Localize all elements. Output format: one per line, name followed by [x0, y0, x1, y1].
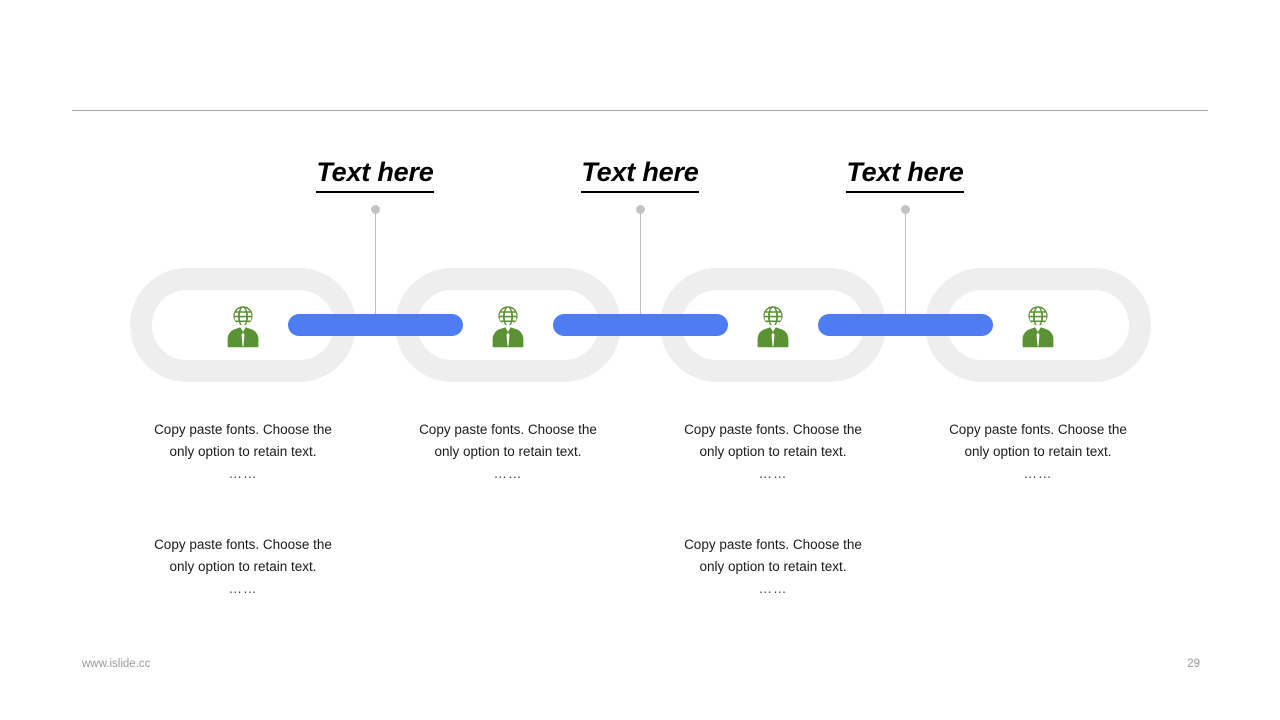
body-text-ellipsis: …… — [228, 466, 258, 481]
heading-1[interactable]: Text here — [265, 157, 485, 193]
body-text-block[interactable]: Copy paste fonts. Choose the only option… — [658, 534, 888, 600]
body-text-ellipsis: …… — [1023, 466, 1053, 481]
connector-dot-icon — [901, 205, 910, 214]
connector-dot-icon — [371, 205, 380, 214]
body-text-line-1: Copy paste fonts. Choose the — [684, 537, 862, 552]
businessman-globe-icon — [749, 303, 797, 351]
body-text-line-1: Copy paste fonts. Choose the — [154, 422, 332, 437]
body-text-block[interactable]: Copy paste fonts. Choose the only option… — [393, 419, 623, 485]
heading-2-label: Text here — [581, 157, 699, 193]
businessman-globe-icon — [219, 303, 267, 351]
body-text-block[interactable]: Copy paste fonts. Choose the only option… — [128, 419, 358, 485]
businessman-globe-icon — [484, 303, 532, 351]
body-text-line-1: Copy paste fonts. Choose the — [949, 422, 1127, 437]
footer-url[interactable]: www.islide.cc — [82, 658, 151, 670]
body-text-ellipsis: …… — [228, 581, 258, 596]
body-text-line-2: only option to retain text. — [169, 444, 317, 459]
body-text-block[interactable]: Copy paste fonts. Choose the only option… — [658, 419, 888, 485]
body-text-ellipsis: …… — [758, 466, 788, 481]
heading-3[interactable]: Text here — [795, 157, 1015, 193]
businessman-globe-icon — [1014, 303, 1062, 351]
heading-3-label: Text here — [846, 157, 964, 193]
body-text-line-2: only option to retain text. — [699, 559, 847, 574]
body-text-line-1: Copy paste fonts. Choose the — [419, 422, 597, 437]
body-text-line-2: only option to retain text. — [434, 444, 582, 459]
connector-bar-3[interactable] — [818, 314, 993, 336]
connector-stem — [905, 213, 906, 330]
body-text-line-2: only option to retain text. — [699, 444, 847, 459]
body-text-line-1: Copy paste fonts. Choose the — [154, 537, 332, 552]
body-text-line-1: Copy paste fonts. Choose the — [684, 422, 862, 437]
body-text-line-2: only option to retain text. — [169, 559, 317, 574]
body-text-ellipsis: …… — [493, 466, 523, 481]
connector-bar-1[interactable] — [288, 314, 463, 336]
page-number: 29 — [1187, 658, 1200, 670]
body-text-block[interactable]: Copy paste fonts. Choose the only option… — [923, 419, 1153, 485]
body-text-line-2: only option to retain text. — [964, 444, 1112, 459]
body-text-block[interactable]: Copy paste fonts. Choose the only option… — [128, 534, 358, 600]
body-text-ellipsis: …… — [758, 581, 788, 596]
heading-1-label: Text here — [316, 157, 434, 193]
connector-dot-icon — [636, 205, 645, 214]
chain-link-1[interactable] — [130, 268, 356, 382]
connector-stem — [640, 213, 641, 330]
header-divider — [72, 110, 1208, 111]
heading-2[interactable]: Text here — [530, 157, 750, 193]
connector-bar-2[interactable] — [553, 314, 728, 336]
connector-stem — [375, 213, 376, 330]
